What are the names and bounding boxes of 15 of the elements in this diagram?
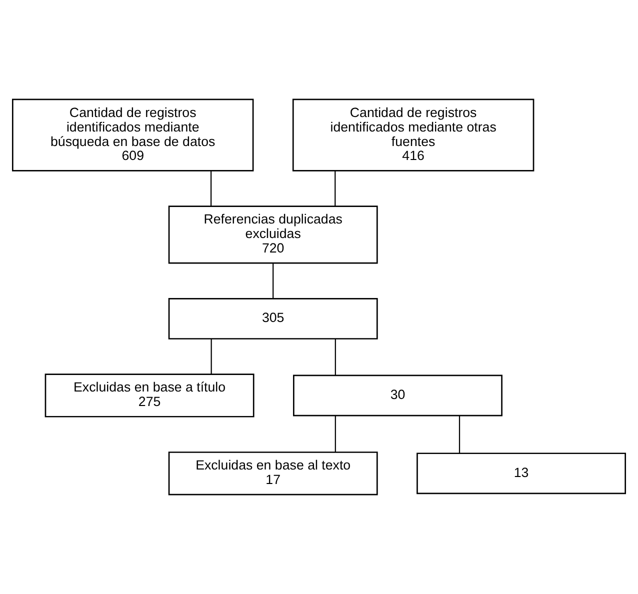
node-box: Excluidas en base a título 275 bbox=[44, 374, 254, 418]
node-box: Cantidad de registros identificados mediante otras fuentes 416 bbox=[292, 98, 534, 172]
connector bbox=[210, 170, 212, 206]
node-box: Referencias duplicadas excluidas 720 bbox=[168, 206, 378, 264]
connector bbox=[272, 263, 274, 299]
node-box: 13 bbox=[416, 452, 626, 494]
node-box: Excluidas en base al texto 17 bbox=[168, 452, 378, 496]
connector bbox=[334, 170, 336, 206]
connector bbox=[458, 416, 460, 454]
connector bbox=[210, 338, 212, 374]
connector bbox=[334, 338, 336, 376]
node-box: 30 bbox=[293, 374, 502, 416]
node-box: Cantidad de registros identificados mediante búsqueda en base de datos 609 bbox=[12, 98, 254, 172]
node-box: 305 bbox=[168, 298, 378, 340]
connector bbox=[334, 416, 336, 452]
